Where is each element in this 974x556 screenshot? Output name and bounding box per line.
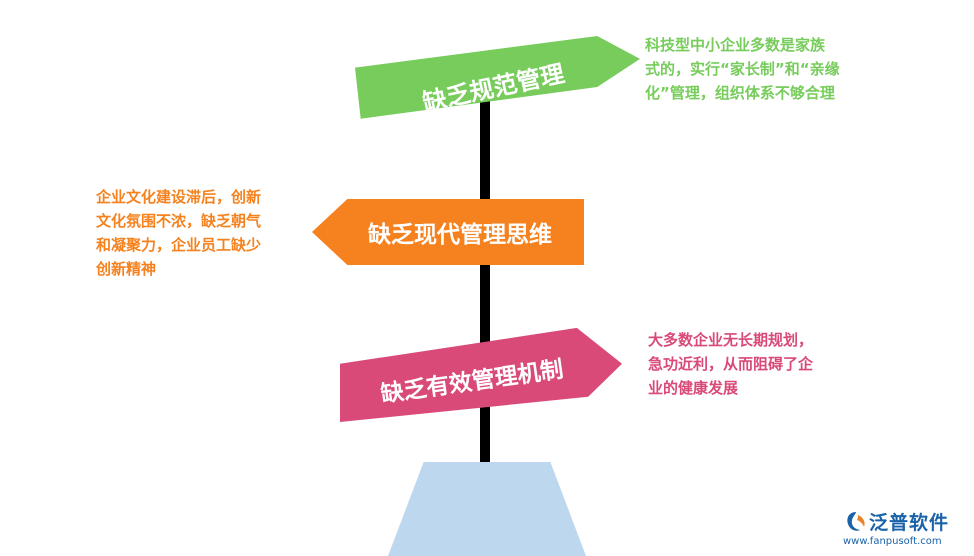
- note-line: 创新精神: [96, 260, 157, 278]
- signpost-pole: [480, 95, 490, 470]
- sign-label: 缺乏有效管理机制: [379, 356, 565, 408]
- fanpu-logo-icon: [847, 512, 865, 531]
- note-line: 急功近利，从而阻碍了企: [648, 355, 814, 373]
- note-line: 企业文化建设滞后，创新: [96, 188, 262, 206]
- note-no-long-term-planning: 大多数企业无长期规划， 急功近利，从而阻碍了企 业的健康发展: [648, 328, 848, 400]
- logo-url: www.fanpusoft.com: [843, 536, 942, 547]
- sign-label: 缺乏现代管理思维: [368, 222, 552, 248]
- note-line: 大多数企业无长期规划，: [648, 331, 814, 349]
- note-line: 科技型中小企业多数是家族: [645, 36, 826, 54]
- sign-label: 缺乏规范管理: [419, 58, 567, 117]
- logo-name: 泛普软件: [869, 512, 950, 534]
- note-line: 业的健康发展: [648, 379, 739, 397]
- fanpu-logo: 泛普软件 www.fanpusoft.com: [843, 508, 971, 552]
- note-culture-lagging: 企业文化建设滞后，创新 文化氛围不浓，缺乏朝气 和凝聚力，企业员工缺少 创新精神: [96, 185, 312, 281]
- note-line: 式的，实行“家长制”和“亲缘: [645, 60, 840, 78]
- signpost-base: [388, 462, 586, 556]
- note-family-management: 科技型中小企业多数是家族 式的，实行“家长制”和“亲缘 化”管理，组织体系不够合…: [645, 33, 885, 105]
- sign-lack-modern-management-thinking: 缺乏现代管理思维: [312, 199, 584, 265]
- note-line: 文化氛围不浓，缺乏朝气: [96, 212, 262, 230]
- note-line: 和凝聚力，企业员工缺少: [96, 236, 262, 254]
- sign-lack-standard-management: 缺乏规范管理: [355, 36, 640, 119]
- note-line: 化”管理，组织体系不够合理: [645, 84, 835, 102]
